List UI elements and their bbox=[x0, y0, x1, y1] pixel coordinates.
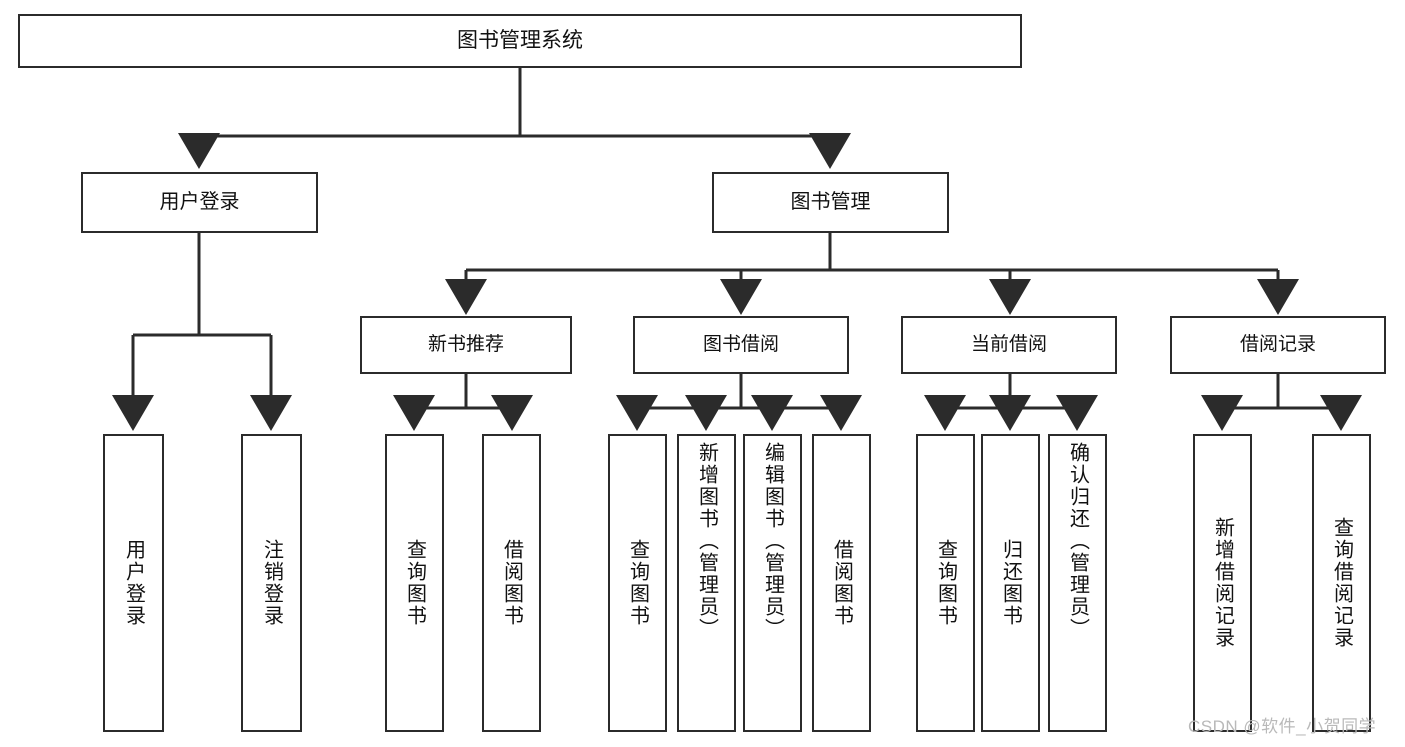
node-leaf-logout-login[interactable]: 注销登录 bbox=[241, 434, 302, 732]
node-leaf-query-book-2[interactable]: 查询图书 bbox=[608, 434, 667, 732]
node-leaf-query-book-1-label: 查询图书 bbox=[403, 539, 426, 627]
node-root-label: 图书管理系统 bbox=[457, 29, 583, 53]
node-new-book-recommend-label: 新书推荐 bbox=[427, 334, 504, 356]
node-book-manage-label: 图书管理 bbox=[790, 191, 871, 214]
node-leaf-return-book[interactable]: 归还图书 bbox=[981, 434, 1040, 732]
node-leaf-query-book-2-label: 查询图书 bbox=[626, 539, 649, 627]
node-leaf-edit-book[interactable]: 编辑图书（管理员） bbox=[743, 434, 802, 732]
node-leaf-query-book-3[interactable]: 查询图书 bbox=[916, 434, 975, 732]
node-leaf-borrow-book-2-label: 借阅图书 bbox=[830, 539, 853, 627]
node-leaf-borrow-book-1-label: 借阅图书 bbox=[500, 539, 523, 627]
node-current-borrow-label: 当前借阅 bbox=[970, 334, 1047, 356]
node-user-login-label: 用户登录 bbox=[159, 191, 240, 214]
node-book-borrow[interactable]: 图书借阅 bbox=[633, 316, 849, 374]
node-leaf-query-book-3-label: 查询图书 bbox=[934, 539, 957, 627]
node-leaf-edit-book-label: 编辑图书（管理员） bbox=[761, 442, 784, 640]
node-leaf-return-book-label: 归还图书 bbox=[999, 539, 1022, 627]
node-borrow-record-label: 借阅记录 bbox=[1239, 334, 1316, 356]
node-leaf-add-record[interactable]: 新增借阅记录 bbox=[1193, 434, 1252, 732]
node-leaf-add-book-label: 新增图书（管理员） bbox=[695, 442, 718, 640]
node-leaf-borrow-book-1[interactable]: 借阅图书 bbox=[482, 434, 541, 732]
node-leaf-user-login-label: 用户登录 bbox=[122, 539, 145, 627]
node-book-manage[interactable]: 图书管理 bbox=[712, 172, 949, 233]
csdn-watermark: CSDN @软件_小贺同学 bbox=[1188, 717, 1377, 736]
node-current-borrow[interactable]: 当前借阅 bbox=[901, 316, 1117, 374]
node-leaf-borrow-book-2[interactable]: 借阅图书 bbox=[812, 434, 871, 732]
node-book-borrow-label: 图书借阅 bbox=[702, 334, 779, 356]
node-leaf-query-record-label: 查询借阅记录 bbox=[1330, 517, 1353, 649]
node-leaf-logout-login-label: 注销登录 bbox=[260, 539, 283, 627]
node-leaf-add-record-label: 新增借阅记录 bbox=[1211, 517, 1234, 649]
node-leaf-add-book[interactable]: 新增图书（管理员） bbox=[677, 434, 736, 732]
node-leaf-user-login[interactable]: 用户登录 bbox=[103, 434, 164, 732]
node-leaf-query-book-1[interactable]: 查询图书 bbox=[385, 434, 444, 732]
node-borrow-record[interactable]: 借阅记录 bbox=[1170, 316, 1386, 374]
node-new-book-recommend[interactable]: 新书推荐 bbox=[360, 316, 572, 374]
node-user-login[interactable]: 用户登录 bbox=[81, 172, 318, 233]
node-leaf-confirm-return-label: 确认归还（管理员） bbox=[1066, 442, 1089, 640]
node-root[interactable]: 图书管理系统 bbox=[18, 14, 1022, 68]
node-leaf-query-record[interactable]: 查询借阅记录 bbox=[1312, 434, 1371, 732]
node-leaf-confirm-return[interactable]: 确认归还（管理员） bbox=[1048, 434, 1107, 732]
